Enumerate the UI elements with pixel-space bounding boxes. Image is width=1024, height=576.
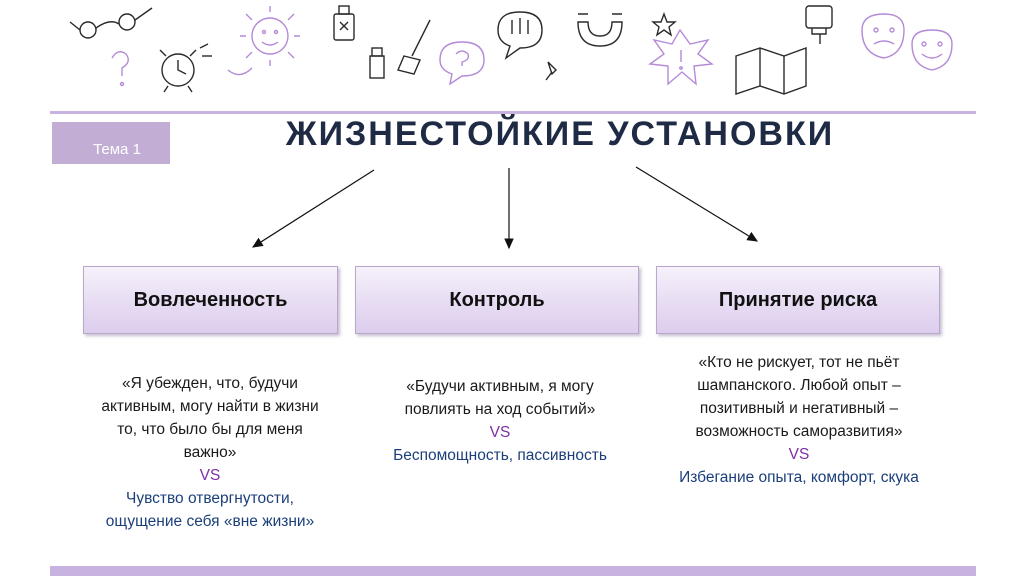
- box-involvement: Вовлеченность: [83, 266, 338, 334]
- quote-involvement: «Я убежден, что, будучи активным, могу н…: [101, 375, 319, 461]
- quote-risk-taking: «Кто не рискует, тот не пьёт шампанского…: [695, 354, 903, 440]
- theme-tag: Тема 1: [52, 122, 170, 164]
- arrow-left: [251, 169, 375, 248]
- column-involvement: «Я убежден, что, будучи активным, могу н…: [95, 372, 325, 533]
- marker-pen-icon: [805, 5, 833, 44]
- alarm-clock-icon: [159, 43, 212, 93]
- pushpin-icon: [545, 61, 557, 81]
- opposite-control: Беспомощность, пассивность: [393, 447, 607, 464]
- theater-masks-icon: [861, 13, 953, 71]
- top-divider: [50, 111, 976, 114]
- doodle-strip: [69, 5, 953, 95]
- vs-label: VS: [199, 467, 221, 484]
- arrow-right: [635, 166, 759, 242]
- quote-control: «Будучи активным, я могу повлиять на ход…: [404, 378, 596, 418]
- opposite-risk-taking: Избегание опыта, комфорт, скука: [679, 469, 919, 486]
- question-mark-icon: [111, 51, 129, 87]
- box-control: Контроль: [355, 266, 639, 334]
- glasses-icon: [69, 7, 153, 39]
- map-icon: [735, 47, 807, 95]
- box-risk-taking: Принятие риска: [656, 266, 940, 334]
- sun-face-icon: [227, 6, 300, 76]
- vs-label: VS: [489, 424, 511, 441]
- bottle-icon: [333, 5, 355, 41]
- star-icon: [651, 12, 677, 37]
- exclamation-bubble-icon: [497, 11, 543, 60]
- magnet-icon: [577, 13, 623, 47]
- vs-label: VS: [788, 446, 810, 463]
- brush-icon: [397, 19, 431, 75]
- column-control: «Будучи активным, я могу повлиять на ход…: [375, 375, 625, 467]
- page-title: ЖИЗНЕСТОЙКИЕ УСТАНОВКИ: [285, 115, 835, 153]
- glue-icon: [369, 47, 385, 79]
- burst-exclamation-icon: [648, 28, 714, 86]
- bottom-divider: [50, 566, 976, 576]
- column-risk-taking: «Кто не рискует, тот не пьёт шампанского…: [670, 351, 928, 489]
- speech-bubble-question-icon: [439, 41, 485, 86]
- opposite-involvement: Чувство отвергнутости, ощущение себя «вн…: [105, 490, 315, 530]
